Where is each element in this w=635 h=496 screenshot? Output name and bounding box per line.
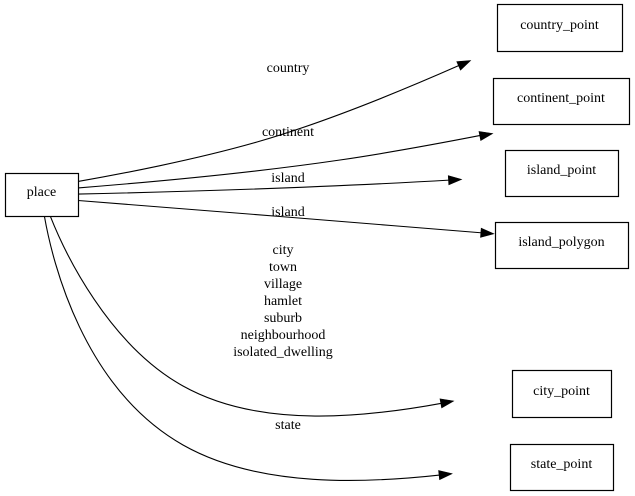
arrowhead-place-continent_point — [478, 131, 494, 141]
edge-place-to-continent_point — [78, 134, 483, 189]
node-box-continent_point[interactable] — [492, 77, 631, 126]
node-box-place[interactable] — [4, 172, 80, 218]
arrowhead-place-state_point — [438, 470, 453, 481]
node-box-island_point[interactable] — [504, 149, 620, 198]
node-box-state_point[interactable] — [509, 443, 615, 492]
node-box-island_polygon[interactable] — [494, 221, 630, 270]
arrowhead-place-city_point — [439, 398, 455, 409]
node-box-city_point[interactable] — [511, 369, 613, 419]
node-box-country_point[interactable] — [496, 3, 624, 53]
arrowhead-place-island_point — [447, 175, 463, 186]
edge-place-to-island_polygon — [78, 199, 484, 234]
edge-place-to-state_point — [43, 216, 443, 482]
edge-place-to-country_point — [78, 64, 461, 182]
arrowhead-place-country_point — [456, 60, 472, 71]
arrowhead-place-island_polygon — [480, 227, 495, 238]
edge-layer — [43, 60, 495, 482]
node-layer — [4, 3, 631, 492]
edge-place-to-city_point — [49, 215, 444, 417]
edge-place-to-island_point — [78, 179, 452, 195]
